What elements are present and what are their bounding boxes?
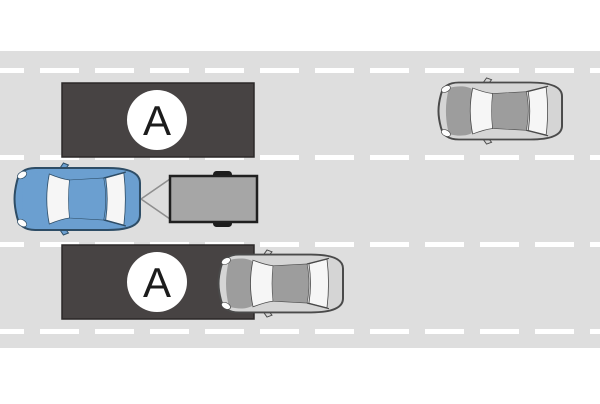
zone-a-top: A — [61, 82, 255, 158]
zone-label: A — [143, 97, 171, 144]
zone-label: A — [143, 259, 171, 306]
trailer — [140, 171, 259, 227]
zone-badge — [127, 90, 187, 150]
towing-car-blue — [15, 163, 140, 235]
zone-badge — [127, 252, 187, 312]
trailer-box — [168, 174, 259, 224]
zone-a-bottom: A — [61, 244, 255, 320]
trailer-drawbar — [140, 178, 171, 220]
gray-car-top-right — [438, 78, 562, 144]
gray-car-bottom — [219, 250, 344, 317]
